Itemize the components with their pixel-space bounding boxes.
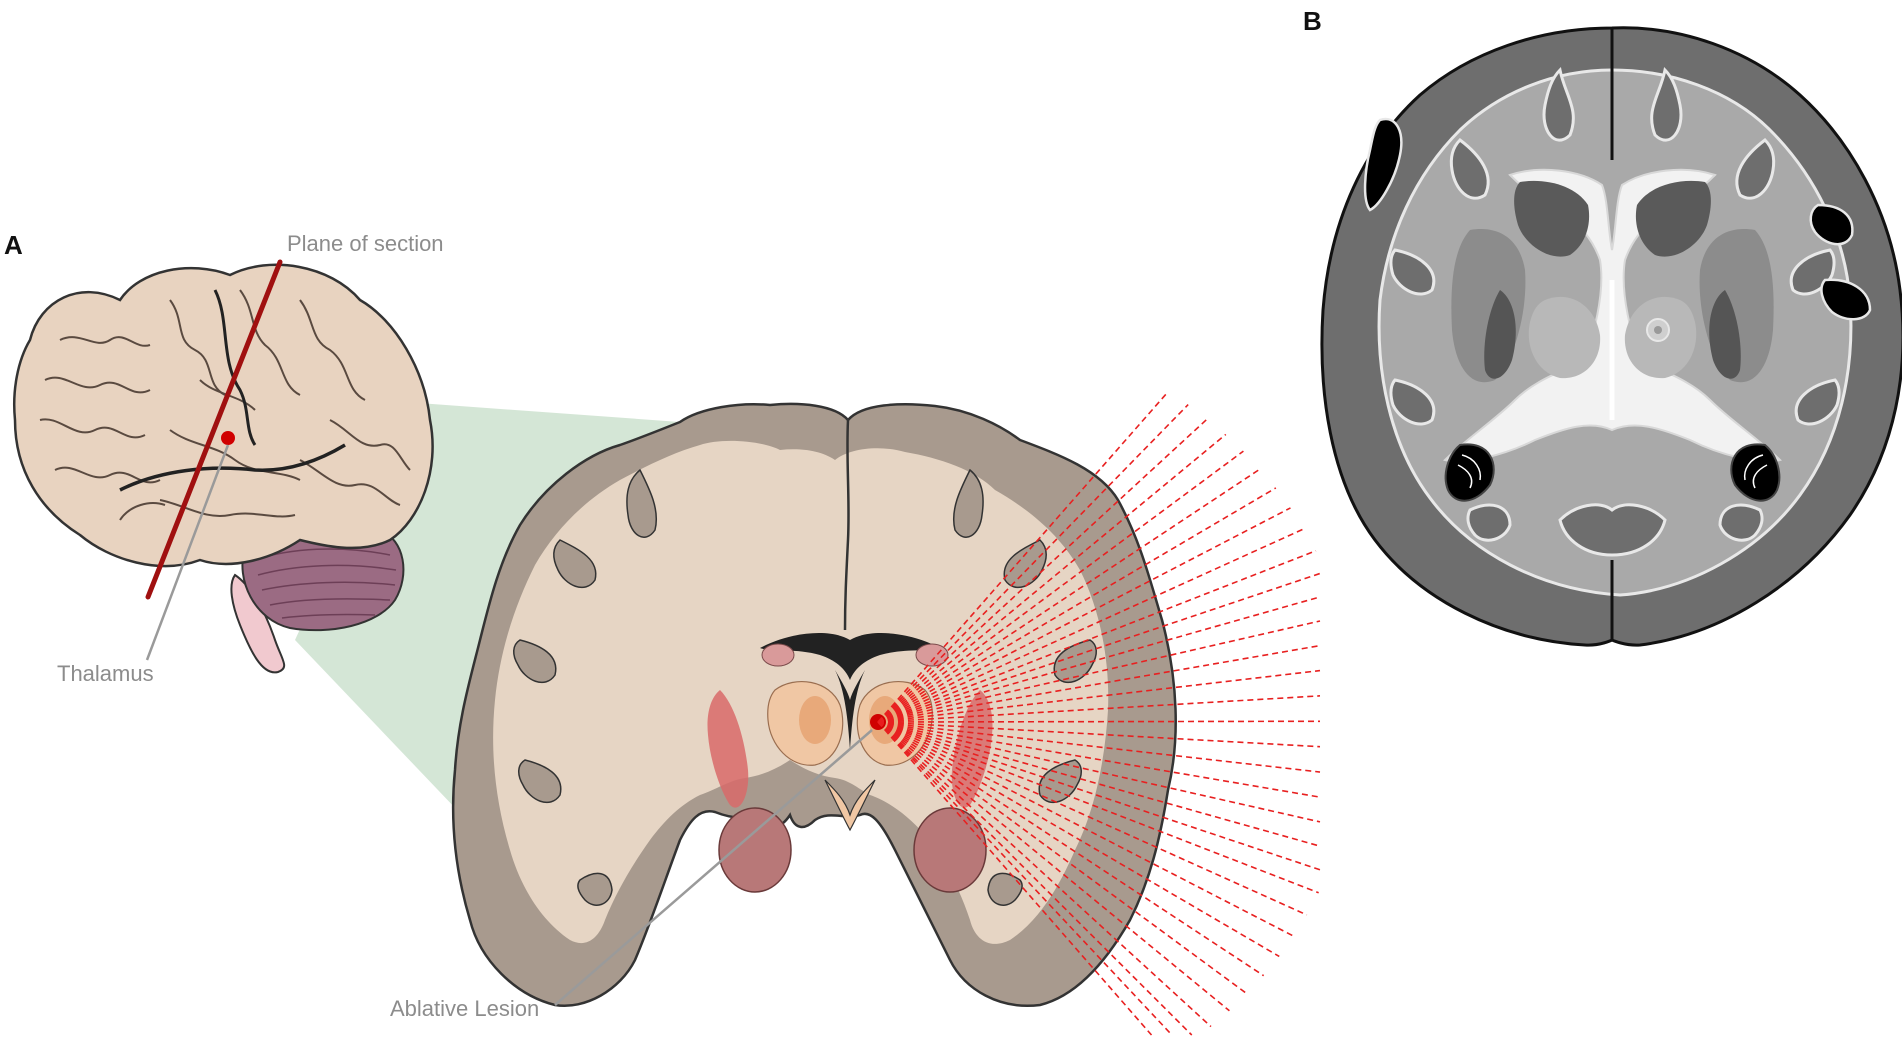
temporal-cavity-right-upper <box>1809 203 1854 246</box>
axial-sulci <box>1389 66 1841 557</box>
frontal-cavity-left <box>1363 117 1403 212</box>
radiation-beams <box>877 390 1321 1036</box>
plane-of-section-line <box>145 259 283 600</box>
radiation-beam-line <box>877 721 1321 748</box>
radiation-beam-line <box>877 695 1321 723</box>
panel-b-letter: B <box>1303 6 1322 36</box>
gyri-lines <box>39 289 411 521</box>
caudate-right <box>915 643 949 667</box>
radiation-beam-line <box>877 721 1321 823</box>
radiation-beam-line <box>877 721 1230 1012</box>
putamen-right <box>951 690 993 808</box>
coronal-slice <box>451 390 1321 1036</box>
radiation-beam-line <box>877 721 1173 1036</box>
radiation-beam-line <box>877 596 1321 723</box>
radiation-beam-line <box>877 433 1227 723</box>
choroid-plexus <box>1457 454 1768 489</box>
radiation-beam-line <box>877 721 1308 916</box>
radiation-beam-line <box>877 721 1321 798</box>
radiation-beam-line <box>877 721 1193 1036</box>
interhemispheric-fissure <box>843 419 850 631</box>
radiation-beam-line <box>877 644 1321 723</box>
radiation-beam-line <box>877 721 1321 871</box>
ablative-lesion-pointer <box>554 729 873 1006</box>
radiation-beam-line <box>877 620 1321 723</box>
radiation-beam-line <box>877 721 1248 995</box>
radiation-beam-line <box>877 669 1321 723</box>
radiation-beam-line <box>877 721 1295 937</box>
radiation-beam-line <box>877 721 1280 958</box>
radiation-beam-line <box>877 572 1321 723</box>
panel-a: A <box>4 230 1321 1036</box>
occipital-horn-left <box>1444 443 1495 502</box>
caudate-head-left <box>1514 180 1590 257</box>
radiation-beam-line <box>877 404 1189 723</box>
thalamus-label: Thalamus <box>57 661 154 686</box>
plane-of-section-label: Plane of section <box>287 231 444 256</box>
ablative-lesion-label: Ablative Lesion <box>390 996 539 1021</box>
thalamus-pointer <box>145 444 230 661</box>
radiation-beam-line <box>877 721 1212 1028</box>
central-sulcus <box>213 289 257 446</box>
caudate-head-right <box>1635 180 1711 257</box>
radiation-beam-line <box>877 721 1321 847</box>
putamen-left <box>707 690 749 808</box>
lateral-brain <box>13 259 434 674</box>
amygdala-right <box>913 807 987 893</box>
panel-b: B <box>1303 6 1902 647</box>
radiation-beam-line <box>877 721 1319 894</box>
amygdala-left <box>718 807 792 893</box>
lateral-sulcus <box>119 443 346 492</box>
radiation-beam-line <box>877 721 1265 977</box>
radiation-beam-line <box>877 550 1317 723</box>
coronal-sulci <box>513 468 1097 906</box>
lateral-ventricles <box>835 670 865 750</box>
radiation-beam-line <box>877 468 1261 723</box>
thalamus-marker <box>221 431 235 445</box>
corpus-callosum <box>760 633 940 680</box>
internal-capsule-left <box>1484 290 1516 379</box>
thalamus-nucleus-left <box>799 696 831 744</box>
temporal-cavity-right-lower <box>1820 278 1872 321</box>
thalamus-axial-left <box>1528 296 1601 379</box>
radiation-beam-line <box>877 720 1321 723</box>
axial-slice <box>1320 26 1902 647</box>
occipital-horn-right <box>1730 443 1781 502</box>
radiation-beam-line <box>877 487 1277 723</box>
radiation-beam-line <box>877 390 1169 723</box>
radiation-beam-line <box>877 418 1208 723</box>
caudate-left <box>761 643 795 667</box>
internal-capsule-right <box>1709 290 1741 379</box>
thalamic-lesion-core <box>1654 326 1662 334</box>
cerebrum <box>13 263 434 568</box>
radiation-beam-line <box>877 507 1291 723</box>
radiation-beam-line <box>877 528 1305 723</box>
radiation-beam-line <box>877 721 1321 773</box>
hypothalamus <box>824 779 876 832</box>
panel-a-letter: A <box>4 230 23 260</box>
radiation-beam-line <box>877 450 1244 723</box>
